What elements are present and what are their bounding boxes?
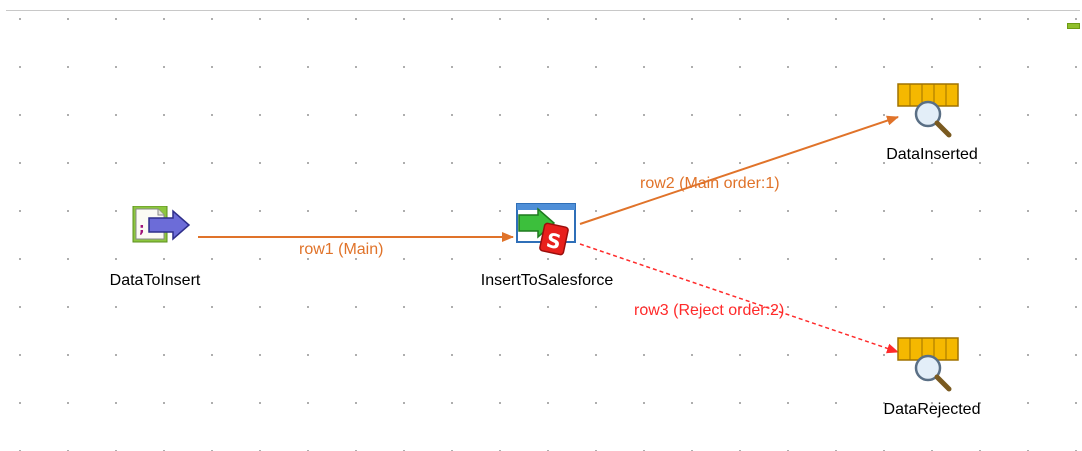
svg-text:;: ; [139, 221, 145, 237]
link-row2-line[interactable] [579, 115, 899, 225]
link-label-row2[interactable]: row2 (Main order:1) [640, 175, 780, 192]
file-input-icon: ; [132, 205, 191, 243]
component-label-data-rejected: DataRejected [883, 401, 981, 418]
panel-minimize-handle[interactable] [1067, 23, 1080, 29]
component-data-rejected[interactable] [893, 336, 963, 394]
component-label-insert-to-salesforce: InsertToSalesforce [480, 272, 614, 289]
link-label-row3[interactable]: row3 (Reject order:2) [634, 302, 785, 319]
component-data-inserted[interactable] [893, 82, 963, 140]
component-label-data-to-insert: DataToInsert [109, 272, 201, 289]
salesforce-output-icon: S [516, 203, 576, 256]
component-label-data-inserted: DataInserted [886, 146, 978, 163]
log-row-icon [897, 83, 959, 138]
component-insert-to-salesforce[interactable]: S [514, 203, 580, 263]
log-row-icon [897, 337, 959, 392]
link-label-row1[interactable]: row1 (Main) [299, 241, 384, 258]
link-row3-line[interactable] [579, 243, 899, 354]
component-data-to-insert[interactable]: ; [131, 205, 197, 266]
svg-text:S: S [544, 228, 563, 254]
